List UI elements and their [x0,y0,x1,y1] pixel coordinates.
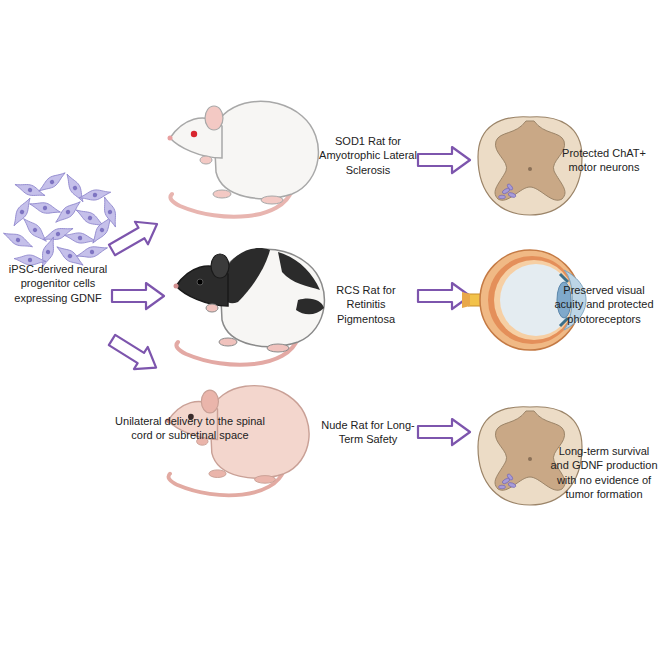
progenitor-cell [63,230,96,245]
rat-foot [267,344,289,352]
cell-nucleus [55,231,61,237]
cell-nucleus [28,258,33,263]
progenitor-cell [1,229,34,252]
caption-label: SOD1 Rat for Amyotrophic Lateral Scleros… [316,134,420,177]
cell-nucleus [49,179,55,185]
caption-label: Long-term survival and GDNF production w… [549,444,659,501]
cell-nucleus [15,237,21,243]
rat-patch [296,298,324,314]
progenitor-cell [100,195,120,228]
rat-nose [174,284,179,289]
cell-body [36,169,68,196]
rat-paw [200,156,212,164]
rat-foot [261,196,283,204]
caption-label: iPSC-derived neural progenitor cells exp… [4,262,112,305]
progenitor-cell [36,169,68,196]
rat-ear [205,106,223,130]
cell-nucleus [45,249,51,255]
cell-body [1,229,34,252]
rat-foot [255,476,276,484]
rat-body [214,101,318,198]
cell-body [100,195,120,228]
progenitor-cell [41,224,74,244]
block-arrow [112,283,164,309]
rat-patch [278,252,320,290]
rat-eye [191,131,197,137]
cell-body [63,172,88,205]
cell-body [41,224,74,244]
caption-label: RCS Rat for Retinitis Pigmentosa [320,283,412,326]
block-arrow [105,329,163,379]
white-matter [478,117,582,215]
rat-hood [222,248,270,303]
graft-cells [499,473,517,489]
block-arrow [418,283,470,309]
cell-nucleus [72,185,78,191]
cell-nucleus [32,227,38,233]
central-canal [528,167,532,171]
block-arrow [418,147,470,173]
rat-nose [168,136,173,141]
cell-body [63,230,96,245]
progenitor-cell [63,172,88,205]
cell-nucleus [107,209,113,215]
block-arrow [106,213,164,262]
rat-foot [213,190,231,198]
cell-body [28,199,61,217]
caption-label: Protected ChAT+ motor neurons [550,146,658,175]
rat-paw [206,304,218,312]
cell-nucleus [42,205,47,210]
cell-cluster [1,169,120,270]
rat-eye [197,279,203,285]
grey-matter [495,121,565,200]
rat-ear [211,254,229,278]
cell-nucleus [19,209,25,215]
cell-body [75,243,108,261]
optic-nerve [462,292,470,308]
hooded-rat [174,248,325,365]
graft-cells [499,183,517,199]
block-arrow [418,419,470,445]
cell-nucleus [77,235,82,240]
cell-nucleus [65,209,71,215]
progenitor-cell [28,199,61,217]
rat-foot [219,338,237,346]
cell-nucleus [27,187,33,193]
cell-nucleus [87,215,93,221]
rat-ear [201,390,218,413]
note-text: Unilateral delivery to the spinal cord o… [110,414,270,443]
central-canal [528,457,532,461]
rat-foot [209,470,226,478]
spinal-cord-section [478,117,582,215]
cell-nucleus [89,249,94,254]
cell-nucleus [92,192,97,197]
progenitor-cell [75,243,108,261]
grey-matter [495,411,565,490]
albino-rat [168,101,319,216]
cell-nucleus [99,227,105,233]
cell-nucleus [67,253,73,259]
caption-label: Nude Rat for Long-Term Safety [318,418,418,447]
caption-label: Preserved visual acuity and protected ph… [554,283,654,326]
